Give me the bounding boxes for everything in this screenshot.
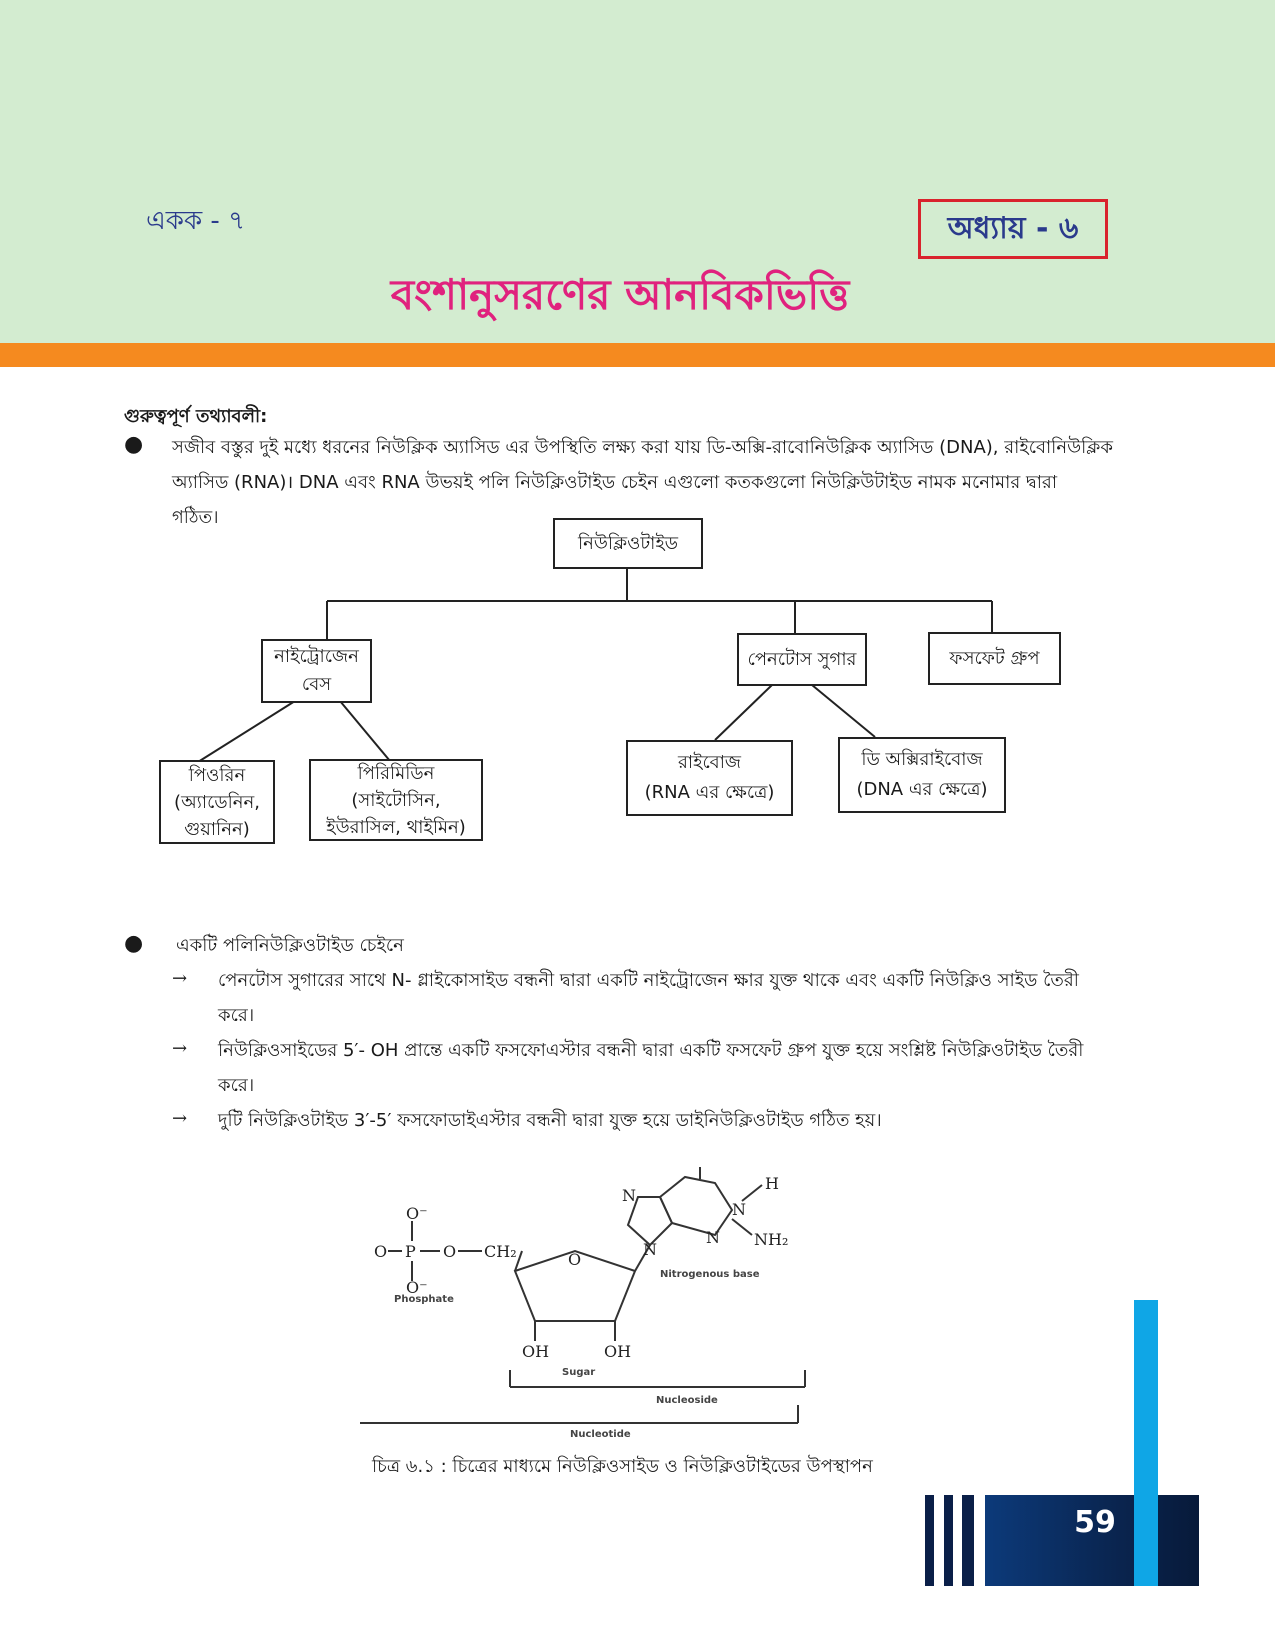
section-heading: গুরুত্বপূর্ণ তথ্যাবলী:	[124, 406, 268, 427]
unit-label: একক - ৭	[146, 206, 245, 236]
chain-point: নিউক্লিওসাইডের 5′- OH প্রান্তে একটি ফসফো…	[218, 1033, 1083, 1103]
atom-label: H	[765, 1174, 779, 1193]
node-label: ইউরাসিল, থাইমিন)	[326, 816, 466, 838]
bullet-dot: ●	[124, 432, 144, 457]
atom-label: N	[706, 1228, 720, 1247]
decorative-stripe	[925, 1495, 934, 1586]
node-label: পিরিমিডিন	[357, 762, 435, 784]
nucleoside-label: Nucleoside	[656, 1395, 718, 1406]
chain-line: করে।	[218, 1075, 255, 1096]
node-label: (সাইটোসিন,	[351, 789, 441, 811]
atom-label: N	[643, 1240, 657, 1259]
intro-line: গঠিত।	[172, 507, 219, 528]
phosphate-label: Phosphate	[394, 1294, 454, 1305]
bullet-dot: ●	[124, 931, 144, 956]
decorative-stripe	[944, 1495, 953, 1586]
atom-label: O	[568, 1250, 581, 1269]
chain-line: দুটি নিউক্লিওটাইড 3′-5′ ফসফোডাইএস্টার বন…	[218, 1110, 882, 1131]
chapter-label: অধ্যায় - ৬	[918, 199, 1108, 259]
node-label: ডি অক্সিরাইবোজ	[861, 749, 983, 770]
atom-label: CH₂	[484, 1242, 517, 1261]
atom-label: P	[405, 1242, 416, 1261]
node-label: নিউক্লিওটাইড	[577, 532, 679, 554]
diagram-connectors	[197, 569, 993, 763]
cyan-accent-bar	[1134, 1300, 1158, 1586]
node-label: (DNA এর ক্ষেত্রে)	[856, 779, 988, 800]
intro-line: সজীব বস্তুর দুই মধ্যে ধরনের নিউক্লিক অ্য…	[172, 437, 1113, 458]
intro-paragraph: সজীব বস্তুর দুই মধ্যে ধরনের নিউক্লিক অ্য…	[172, 430, 1113, 535]
chapter-title: বংশানুসরণের আনবিকভিত্তি	[390, 270, 850, 319]
page-number: 59	[1074, 1505, 1116, 1540]
node-label: পিওরিন	[188, 764, 246, 786]
atom-label: O	[374, 1242, 387, 1261]
atom-label: NH₂	[754, 1230, 788, 1249]
node-label: রাইবোজ	[677, 752, 742, 773]
node-pyrimidine: পিরিমিডিন (সাইটোসিন, ইউরাসিল, থাইমিন)	[309, 759, 483, 841]
atom-label: OH	[604, 1342, 631, 1361]
chain-point: দুটি নিউক্লিওটাইড 3′-5′ ফসফোডাইএস্টার বন…	[218, 1103, 882, 1138]
chain-point: পেনটোস সুগারের সাথে N- গ্লাইকোসাইড বন্ধন…	[218, 963, 1079, 1033]
atom-label: N	[732, 1200, 746, 1219]
arrow-icon: →	[172, 968, 188, 989]
node-label: গুয়ানিন)	[184, 818, 250, 840]
node-label: পেনটোস সুগার	[747, 648, 857, 670]
node-label: নাইট্রোজেন	[274, 646, 359, 667]
chapter-text: অধ্যায় - ৬	[947, 210, 1079, 246]
atom-label: O	[694, 1165, 707, 1169]
base-label: Nitrogenous base	[660, 1269, 760, 1280]
atom-label: O	[443, 1242, 456, 1261]
atom-label: O⁻	[406, 1204, 428, 1223]
arrow-icon: →	[172, 1038, 188, 1059]
node-label: বেস	[301, 674, 332, 695]
decorative-stripe	[962, 1495, 974, 1586]
node-nucleotide: নিউক্লিওটাইড	[553, 518, 703, 569]
chapter-header	[0, 0, 1275, 343]
node-label: (অ্যাডেনিন,	[174, 791, 260, 813]
chain-line: নিউক্লিওসাইডের 5′- OH প্রান্তে একটি ফসফো…	[218, 1040, 1084, 1061]
node-deoxyribose: ডি অক্সিরাইবোজ (DNA এর ক্ষেত্রে)	[838, 737, 1006, 813]
atom-label: OH	[522, 1342, 549, 1361]
node-label: ফসফেট গ্রুপ	[949, 647, 1040, 669]
atom-label: O⁻	[406, 1278, 428, 1297]
nucleotide-label: Nucleotide	[570, 1429, 631, 1440]
nucleotide-diagram: নিউক্লিওটাইড নাইট্রোজেন বেস পেনটোস সুগার…	[150, 515, 1070, 885]
orange-divider	[0, 343, 1275, 367]
node-ribose: রাইবোজ (RNA এর ক্ষেত্রে)	[626, 740, 793, 816]
nucleotide-structure-svg: O⁻ O P O⁻ O CH₂ O OH OH N N O N H N NH₂ …	[349, 1150, 806, 1440]
figure-caption: চিত্র ৬.১ : চিত্রের মাধ্যমে নিউক্লিওসাইড…	[372, 1456, 873, 1477]
atom-label: N	[622, 1186, 636, 1205]
node-pentose-sugar: পেনটোস সুগার	[737, 633, 867, 686]
node-phosphate-group: ফসফেট গ্রুপ	[928, 632, 1061, 685]
chain-line: পেনটোস সুগারের সাথে N- গ্লাইকোসাইড বন্ধন…	[218, 970, 1079, 991]
node-label: (RNA এর ক্ষেত্রে)	[644, 782, 775, 803]
intro-line: অ্যাসিড (RNA)। DNA এবং RNA উভয়ই পলি নিউ…	[172, 472, 1058, 493]
chain-intro: একটি পলিনিউক্লিওটাইড চেইনে	[176, 935, 404, 956]
nucleotide-structure-figure: O⁻ O P O⁻ O CH₂ O OH OH N N O N H N NH₂ …	[349, 1150, 860, 1445]
sugar-label: Sugar	[562, 1367, 595, 1378]
page-number-block	[985, 1495, 1199, 1586]
chain-line: করে।	[218, 1005, 255, 1026]
arrow-icon: →	[172, 1108, 188, 1129]
node-purine: পিওরিন (অ্যাডেনিন, গুয়ানিন)	[159, 760, 275, 844]
node-nitrogen-base: নাইট্রোজেন বেস	[261, 639, 372, 703]
